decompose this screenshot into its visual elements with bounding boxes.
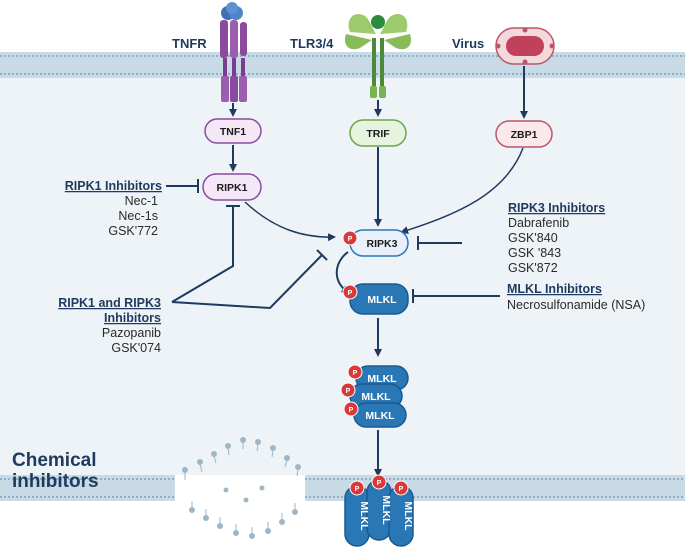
- mlkl-oligomer: MLKL P MLKL P MLKL P: [340, 364, 409, 428]
- ripk3-node: RIPK3 P: [342, 229, 409, 257]
- trif-node: TRIF: [349, 119, 407, 147]
- mlkl-phospho-icon: [342, 284, 358, 300]
- pore-mlkl-1-label: MLKL: [358, 501, 370, 531]
- ripk3-inhibitors-title: RIPK3 Inhibitors: [508, 201, 605, 215]
- pore-phospho-3-label: P: [399, 486, 404, 493]
- ripk1-node: RIPK1: [202, 173, 262, 201]
- figure-caption: Chemical inhibitors: [12, 450, 99, 492]
- mlkl-inhibitor-item: Necrosulfonamide (NSA): [507, 298, 645, 312]
- inhibition-lines: [166, 179, 500, 310]
- mlkl-inhibitors-title: MLKL Inhibitors: [507, 282, 602, 296]
- mlkl-inhibitors-block: MLKL Inhibitors Necrosulfonamide (NSA): [507, 282, 645, 312]
- trif-label: TRIF: [366, 128, 390, 140]
- dual-inhibitors-title-line1: RIPK1 and RIPK3: [58, 296, 161, 310]
- pathway-arrows: [229, 66, 528, 477]
- oligomer-phospho-2-label: P: [346, 388, 351, 395]
- oligomer-phospho-1-label: P: [353, 370, 358, 377]
- arrow-ripk1-ripk3: [244, 201, 336, 242]
- tnfr-receptor-icon: [220, 2, 247, 102]
- bottom-membrane: [0, 475, 685, 501]
- ripk3-inhibitors-block: RIPK3 Inhibitors Dabrafenib GSK'840 GSK …: [508, 201, 605, 275]
- caption-line2: inhibitors: [12, 471, 99, 492]
- ripk3-inhibitor-item: GSK '843: [508, 246, 561, 260]
- caption-line1: Chemical: [12, 450, 96, 471]
- ripk1-inhibitor-item: Nec-1: [125, 194, 158, 208]
- mlkl-label: MLKL: [367, 294, 397, 306]
- dual-inhibitors-title-line2: Inhibitors: [104, 311, 161, 325]
- membrane-rupture: [182, 437, 301, 539]
- pore-mlkl-3-label: MLKL: [402, 501, 414, 531]
- zbp1-node: ZBP1: [495, 120, 553, 148]
- top-membrane: [0, 52, 685, 78]
- oligomer-mlkl-3-label: MLKL: [365, 410, 395, 422]
- ripk1-inhibitors-title: RIPK1 Inhibitors: [65, 179, 162, 193]
- oligomer-mlkl-1-label: MLKL: [367, 373, 397, 385]
- oligomer-phospho-3-icon: [343, 401, 359, 417]
- dual-inhibitors-block: RIPK1 and RIPK3 Inhibitors Pazopanib GSK…: [58, 296, 161, 355]
- cytoplasm-area: [0, 66, 685, 475]
- ripk3-phospho-icon: [342, 230, 358, 246]
- arrow-zbp1-ripk3: [400, 147, 524, 234]
- ripk3-phospho-label: P: [348, 236, 353, 243]
- ripk1-inhibitor-item: Nec-1s: [118, 209, 158, 223]
- pore-mlkl-2-label: MLKL: [380, 495, 392, 525]
- tnfr-label: TNFR: [172, 36, 207, 51]
- mlkl-membrane-pore: MLKL MLKL MLKL P P P: [344, 474, 414, 547]
- ripk1-inhibitors-block: RIPK1 Inhibitors Nec-1 Nec-1s GSK'772: [65, 179, 162, 238]
- ripk1-label: RIPK1: [217, 182, 248, 194]
- pore-phospho-1-icon: [349, 480, 365, 496]
- tnf1-node: TNF1: [204, 118, 262, 144]
- oligomer-phospho-3-label: P: [349, 407, 354, 414]
- ripk3-inhibitor-item: GSK'840: [508, 231, 558, 245]
- oligomer-phospho-1-icon: [347, 364, 363, 380]
- ripk1-inhibitor-item: GSK'772: [108, 224, 158, 238]
- oligomer-phospho-2-icon: [340, 382, 356, 398]
- mlkl-phospho-label: P: [348, 290, 353, 297]
- virus-label: Virus: [452, 36, 484, 51]
- pore-phospho-3-icon: [393, 480, 409, 496]
- oligomer-mlkl-2-label: MLKL: [361, 391, 391, 403]
- dual-inhibitor-item: Pazopanib: [102, 326, 161, 340]
- pore-phospho-2-label: P: [377, 480, 382, 487]
- ripk3-label: RIPK3: [367, 238, 398, 250]
- mlkl-node: MLKL P: [342, 283, 409, 315]
- ripk3-inhibitor-item: GSK'872: [508, 261, 558, 275]
- dual-inhibitor-item: GSK'074: [111, 341, 161, 355]
- zbp1-label: ZBP1: [511, 129, 538, 141]
- virus-icon: [495, 27, 555, 65]
- pore-phospho-1-label: P: [355, 486, 360, 493]
- tlr-receptor-icon: [344, 13, 412, 98]
- tlr-label: TLR3/4: [290, 36, 334, 51]
- pore-phospho-2-icon: [371, 474, 387, 490]
- ripk3-inhibitor-item: Dabrafenib: [508, 216, 569, 230]
- tnf1-label: TNF1: [220, 126, 246, 138]
